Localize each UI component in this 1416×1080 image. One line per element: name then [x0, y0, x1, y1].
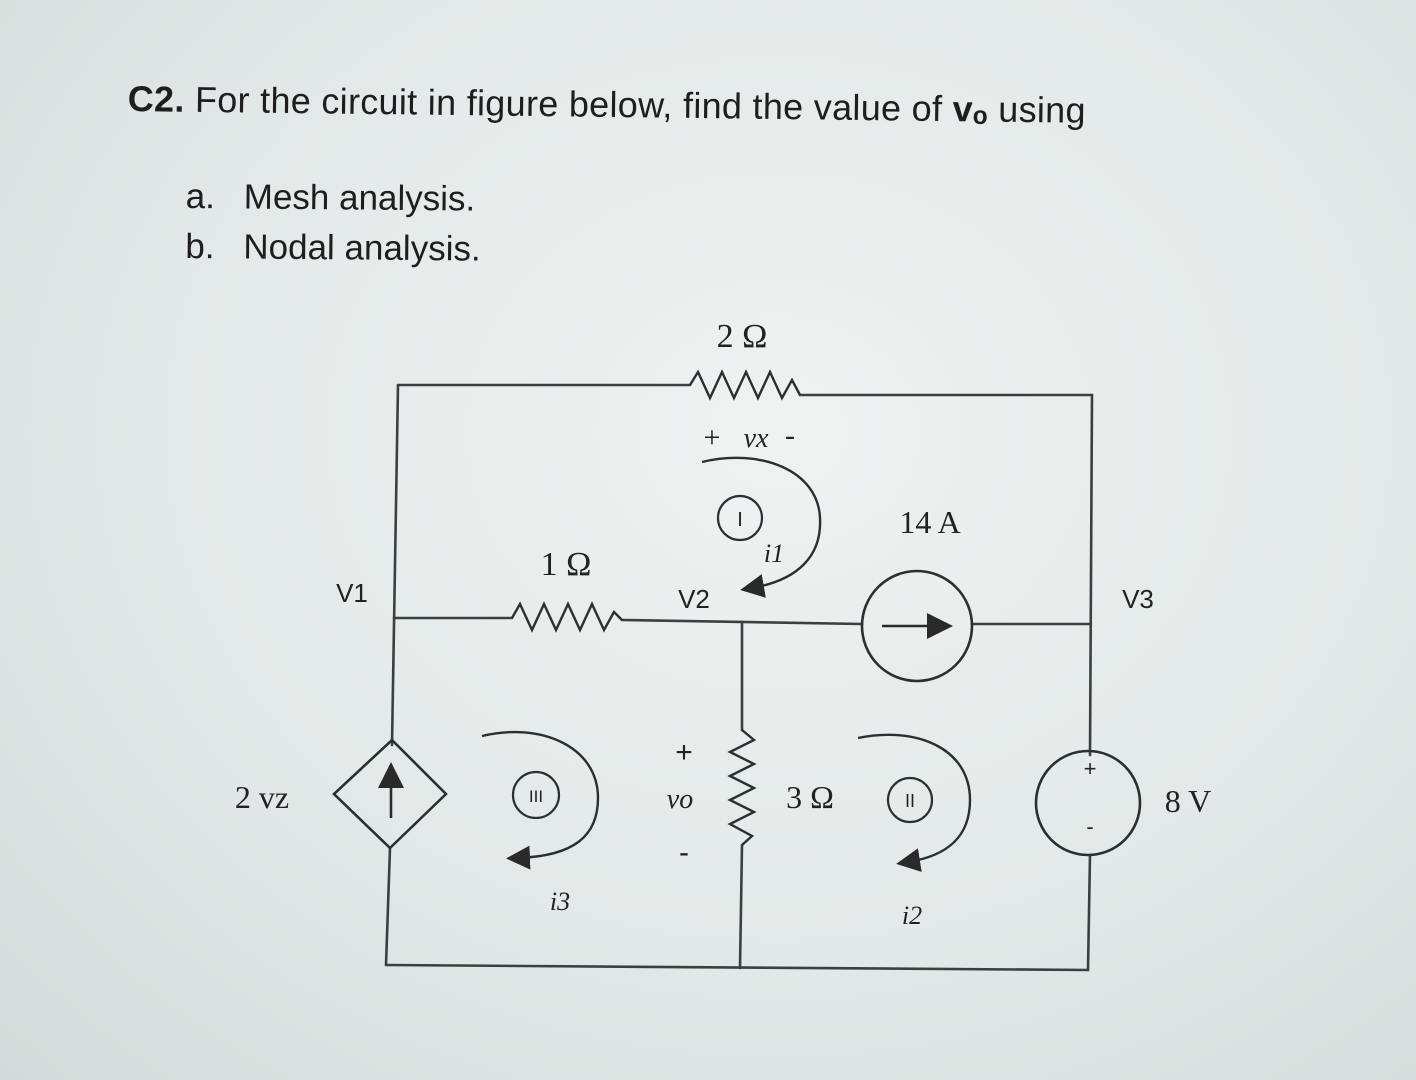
mesh-3-arrow-icon — [481, 730, 600, 870]
mesh-1-current: i1 — [764, 539, 784, 568]
resistor-3ohm: 3 Ω — [727, 729, 834, 846]
wire-center-lower — [738, 843, 744, 970]
mesh-1: I i1 — [701, 456, 822, 598]
vo-plus: + — [675, 736, 693, 769]
resistor-1ohm: 1 Ω — [510, 546, 623, 633]
current-source-14A: 14 A — [860, 504, 974, 683]
mesh-2-arrow-icon — [857, 733, 972, 872]
node-v1-label: V1 — [336, 578, 368, 608]
vo-var: vo — [667, 784, 693, 815]
wire-left-upper — [390, 383, 400, 747]
vo-label: + vo - — [667, 736, 693, 869]
vx-minus: - — [785, 419, 795, 452]
voltage-source-minus: - — [1086, 814, 1093, 839]
wire-left-lower — [384, 846, 392, 967]
mesh-3-roman: III — [529, 787, 543, 806]
voltage-source-plus: + — [1084, 756, 1097, 781]
wire-right-lower — [1086, 853, 1092, 972]
wire-right-upper — [1088, 393, 1094, 757]
vx-label: + vx - — [704, 419, 795, 454]
dependent-source-label: 2 vz — [235, 779, 289, 815]
resistor-2ohm-label: 2 Ω — [717, 318, 768, 355]
voltage-source-8V: + - 8 V — [1034, 749, 1212, 857]
dependent-source: 2 vz — [235, 738, 448, 850]
mesh-2: II i2 — [857, 733, 972, 930]
mesh-2-roman: II — [905, 791, 915, 811]
vo-minus: - — [679, 836, 689, 869]
mesh-3: III i3 — [481, 730, 600, 916]
resistor-1ohm-label: 1 Ω — [541, 546, 592, 583]
current-source-label: 14 A — [899, 504, 960, 540]
mesh-2-current: i2 — [902, 901, 922, 930]
wires — [384, 383, 1094, 972]
mesh-3-current: i3 — [550, 887, 570, 916]
voltage-source-label: 8 V — [1165, 783, 1212, 819]
node-v2-label: V2 — [678, 584, 710, 614]
wire-bottom — [384, 963, 1090, 972]
resistor-3ohm-label: 3 Ω — [786, 779, 834, 815]
vx-plus: + — [704, 421, 721, 454]
resistor-2ohm: 2 Ω — [688, 318, 802, 401]
mesh-1-arrow-icon — [701, 456, 822, 598]
node-v3-label: V3 — [1122, 584, 1154, 614]
vx-var: vx — [744, 423, 769, 454]
mesh-1-roman: I — [737, 509, 743, 531]
